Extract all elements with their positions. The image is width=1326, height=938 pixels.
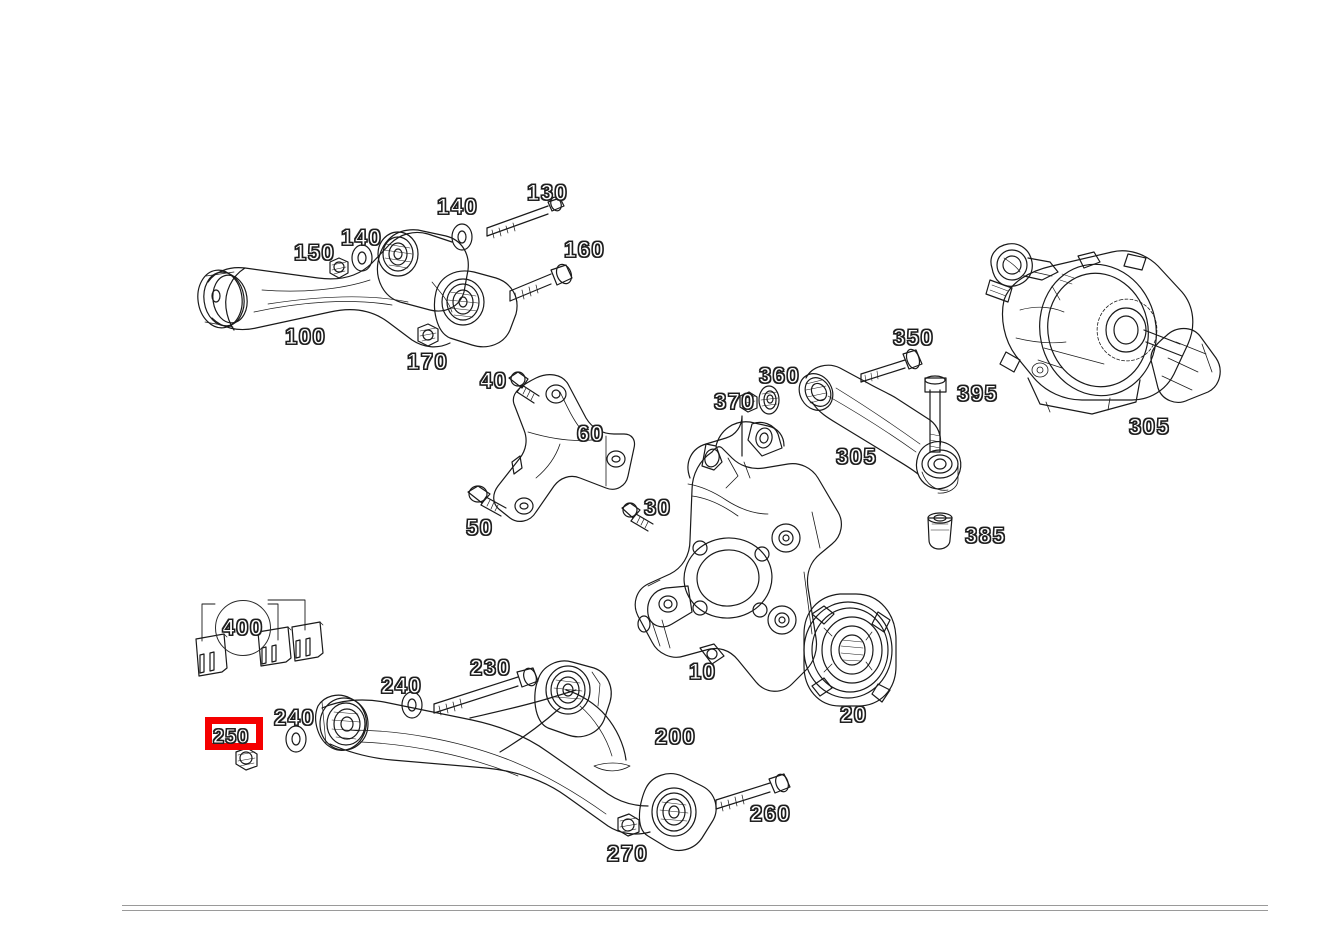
part-bolt-40: [508, 371, 540, 404]
part-label-230: 230: [469, 655, 512, 680]
part-label-240-a: 240: [380, 673, 423, 698]
part-label-30: 30: [643, 495, 672, 520]
part-label-240-b: 240: [273, 705, 316, 730]
part-upper-control-arm-100: [197, 229, 518, 348]
part-label-360: 360: [758, 363, 801, 388]
part-eccentric-washer-360: [758, 385, 780, 415]
footer-divider: [122, 905, 1268, 911]
part-label-60: 60: [576, 421, 605, 446]
part-label-305-a: 305: [835, 444, 878, 469]
part-label-305-b: 305: [1128, 414, 1171, 439]
part-support-bracket-60: [493, 374, 636, 522]
highlighted-part-250: 250: [205, 717, 263, 750]
part-washer-140-b: [351, 244, 373, 272]
part-wheel-hub-bearing-20: [803, 593, 897, 707]
part-label-100: 100: [284, 324, 327, 349]
part-label-150: 150: [293, 240, 336, 265]
part-washer-140-a: [451, 223, 473, 251]
part-washer-240-b: [285, 725, 307, 753]
part-differential-305: [985, 243, 1221, 415]
part-label-160: 160: [563, 237, 606, 262]
part-camber-link-305: [798, 364, 962, 494]
part-label-400: 400: [215, 600, 271, 656]
part-nut-270: [617, 813, 640, 837]
part-label-270: 270: [606, 841, 649, 866]
part-bolt-395: [924, 375, 947, 453]
part-label-20: 20: [839, 702, 868, 727]
part-label-130: 130: [526, 180, 569, 205]
part-nut-150: [329, 257, 349, 279]
part-nut-250: [235, 747, 258, 771]
part-nut-370: [739, 391, 758, 413]
part-eccentric-bolt-350: [860, 348, 923, 384]
part-label-170: 170: [406, 349, 449, 374]
part-bolt-230: [433, 667, 539, 716]
part-wheel-carrier-10: [634, 415, 842, 692]
part-label-370: 370: [713, 389, 756, 414]
part-bolt-50: [467, 485, 507, 517]
part-label-395: 395: [956, 381, 999, 406]
part-label-140-a: 140: [436, 194, 479, 219]
part-label-260: 260: [749, 801, 792, 826]
part-lower-control-arm-200: [315, 660, 717, 851]
part-label-385: 385: [964, 523, 1007, 548]
part-label-250: 250: [212, 726, 250, 748]
part-label-10: 10: [688, 659, 717, 684]
part-label-200: 200: [654, 724, 697, 749]
part-bolt-260: [715, 773, 791, 812]
part-washer-240-a: [401, 691, 423, 719]
part-label-350: 350: [892, 325, 935, 350]
part-nut-170: [417, 323, 439, 347]
part-label-40: 40: [479, 368, 508, 393]
part-bushing-385: [927, 512, 953, 550]
part-label-140-b: 140: [340, 225, 383, 250]
part-bolt-130: [486, 196, 565, 239]
part-bolt-160: [509, 263, 573, 303]
part-bolt-30: [621, 502, 654, 532]
part-label-50: 50: [465, 515, 494, 540]
